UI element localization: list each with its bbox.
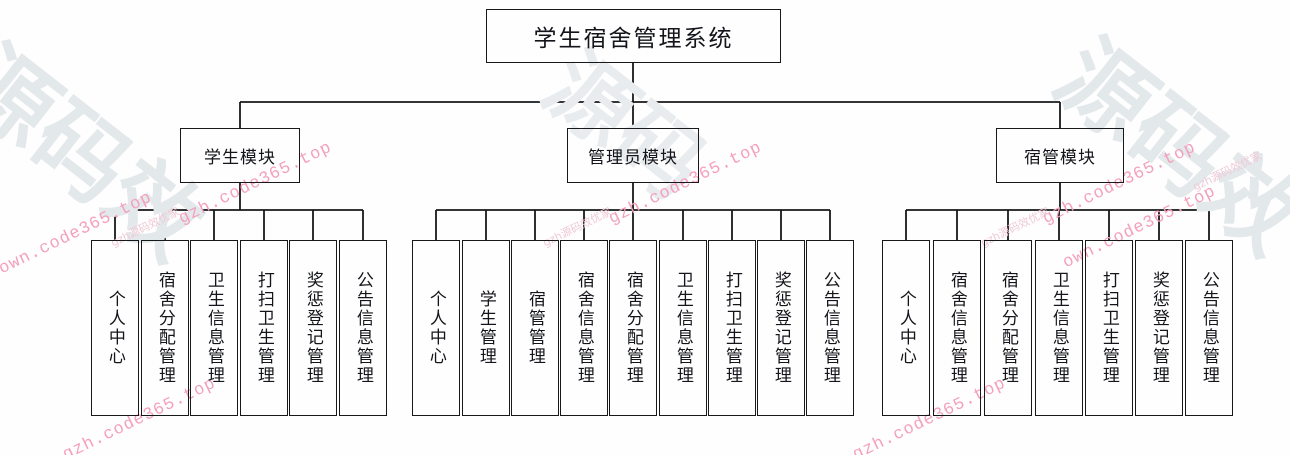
leaf-dorm-1[interactable]: 个人中心 — [882, 240, 930, 416]
leaf-admin-6[interactable]: 卫生信息管理 — [659, 240, 707, 416]
leaf-label: 个人中心 — [426, 290, 446, 366]
leaf-admin-8[interactable]: 奖惩登记管理 — [757, 240, 805, 416]
leaf-label: 宿舍分配管理 — [155, 271, 175, 385]
leaf-dorm-4[interactable]: 卫生信息管理 — [1035, 240, 1083, 416]
leaf-label: 公告信息管理 — [353, 271, 373, 385]
leaf-label: 打扫卫生管理 — [722, 271, 742, 385]
leaf-admin-5[interactable]: 宿舍分配管理 — [609, 240, 657, 416]
node-root[interactable]: 学生宿舍管理系统 — [486, 9, 781, 63]
node-student-module[interactable]: 学生模块 — [180, 128, 300, 183]
leaf-dorm-5[interactable]: 打扫卫生管理 — [1085, 240, 1133, 416]
leaf-label: 卫生信息管理 — [204, 271, 224, 385]
node-admin-module[interactable]: 管理员模块 — [567, 128, 699, 183]
leaf-admin-3[interactable]: 宿管管理 — [511, 240, 559, 416]
leaf-label: 公告信息管理 — [820, 271, 840, 385]
leaf-label: 公告信息管理 — [1199, 271, 1219, 385]
node-dorm-manager-module-label: 宿管模块 — [1024, 148, 1096, 167]
leaf-label: 卫生信息管理 — [1049, 271, 1069, 385]
leaf-admin-2[interactable]: 学生管理 — [462, 240, 510, 416]
leaf-dorm-3[interactable]: 宿舍分配管理 — [984, 240, 1032, 416]
leaf-label: 个人中心 — [896, 290, 916, 366]
leaf-admin-9[interactable]: 公告信息管理 — [806, 240, 854, 416]
leaf-label: 学生管理 — [476, 290, 496, 366]
leaf-dorm-7[interactable]: 公告信息管理 — [1185, 240, 1233, 416]
node-student-module-label: 学生模块 — [204, 148, 276, 167]
leaf-dorm-2[interactable]: 宿舍信息管理 — [933, 240, 981, 416]
leaf-dorm-6[interactable]: 奖惩登记管理 — [1135, 240, 1183, 416]
leaf-label: 打扫卫生管理 — [1099, 271, 1119, 385]
leaf-label: 奖惩登记管理 — [771, 271, 791, 385]
leaf-student-3[interactable]: 卫生信息管理 — [190, 240, 238, 416]
leaf-admin-4[interactable]: 宿舍信息管理 — [560, 240, 608, 416]
leaf-admin-7[interactable]: 打扫卫生管理 — [708, 240, 756, 416]
leaf-student-2[interactable]: 宿舍分配管理 — [141, 240, 189, 416]
node-dorm-manager-module[interactable]: 宿管模块 — [996, 128, 1124, 183]
leaf-student-5[interactable]: 奖惩登记管理 — [289, 240, 337, 416]
leaf-label: 宿舍分配管理 — [998, 271, 1018, 385]
leaf-student-1[interactable]: 个人中心 — [91, 240, 139, 416]
leaf-label: 宿舍分配管理 — [623, 271, 643, 385]
leaf-admin-1[interactable]: 个人中心 — [412, 240, 460, 416]
leaf-label: 个人中心 — [105, 290, 125, 366]
node-root-label: 学生宿舍管理系统 — [533, 26, 734, 51]
leaf-label: 卫生信息管理 — [673, 271, 693, 385]
leaf-label: 奖惩登记管理 — [1149, 271, 1169, 385]
leaf-label: 宿管管理 — [525, 290, 545, 366]
leaf-label: 奖惩登记管理 — [303, 271, 323, 385]
node-admin-module-label: 管理员模块 — [588, 148, 678, 167]
leaf-student-6[interactable]: 公告信息管理 — [339, 240, 387, 416]
leaf-label: 宿舍信息管理 — [947, 271, 967, 385]
leaf-label: 打扫卫生管理 — [254, 271, 274, 385]
leaf-label: 宿舍信息管理 — [574, 271, 594, 385]
leaf-student-4[interactable]: 打扫卫生管理 — [240, 240, 288, 416]
